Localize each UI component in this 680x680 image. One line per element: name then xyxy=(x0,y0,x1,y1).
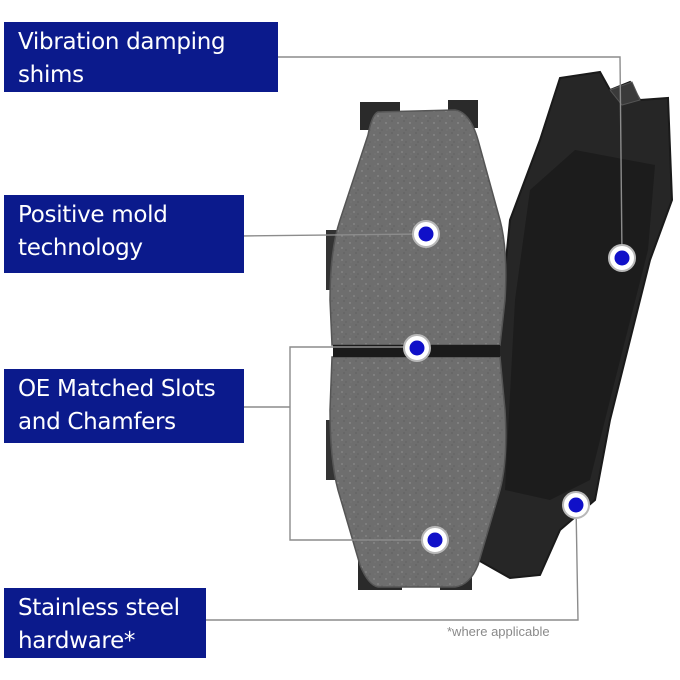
shim-clip xyxy=(609,81,641,106)
marker-hardware xyxy=(562,491,590,519)
callout-vibration-damping-shims: Vibration damping shims xyxy=(4,22,278,92)
rear-brake-pad xyxy=(476,70,674,580)
footnote: *where applicable xyxy=(447,624,550,639)
callout-text-line: hardware* xyxy=(18,628,136,654)
marker-shims xyxy=(608,244,636,272)
callout-text-line: shims xyxy=(18,62,84,88)
marker-chamfer xyxy=(421,526,449,554)
callout-text-line: OE Matched Slots xyxy=(18,376,216,402)
callout-stainless-steel-hardware: Stainless steel hardware* xyxy=(4,588,206,658)
marker-slot xyxy=(403,334,431,362)
callout-text-line: Vibration damping xyxy=(18,29,226,55)
callout-text-line: technology xyxy=(18,235,143,261)
callout-text-line: Positive mold xyxy=(18,202,168,228)
callout-text-line: and Chamfers xyxy=(18,409,176,435)
callout-markers xyxy=(403,220,636,554)
callout-oe-matched-slots: OE Matched Slots and Chamfers xyxy=(4,369,244,443)
callout-leader-lines xyxy=(204,56,623,621)
callout-positive-mold-technology: Positive mold technology xyxy=(4,195,244,273)
callout-text-line: Stainless steel xyxy=(18,595,180,621)
marker-mold xyxy=(412,220,440,248)
